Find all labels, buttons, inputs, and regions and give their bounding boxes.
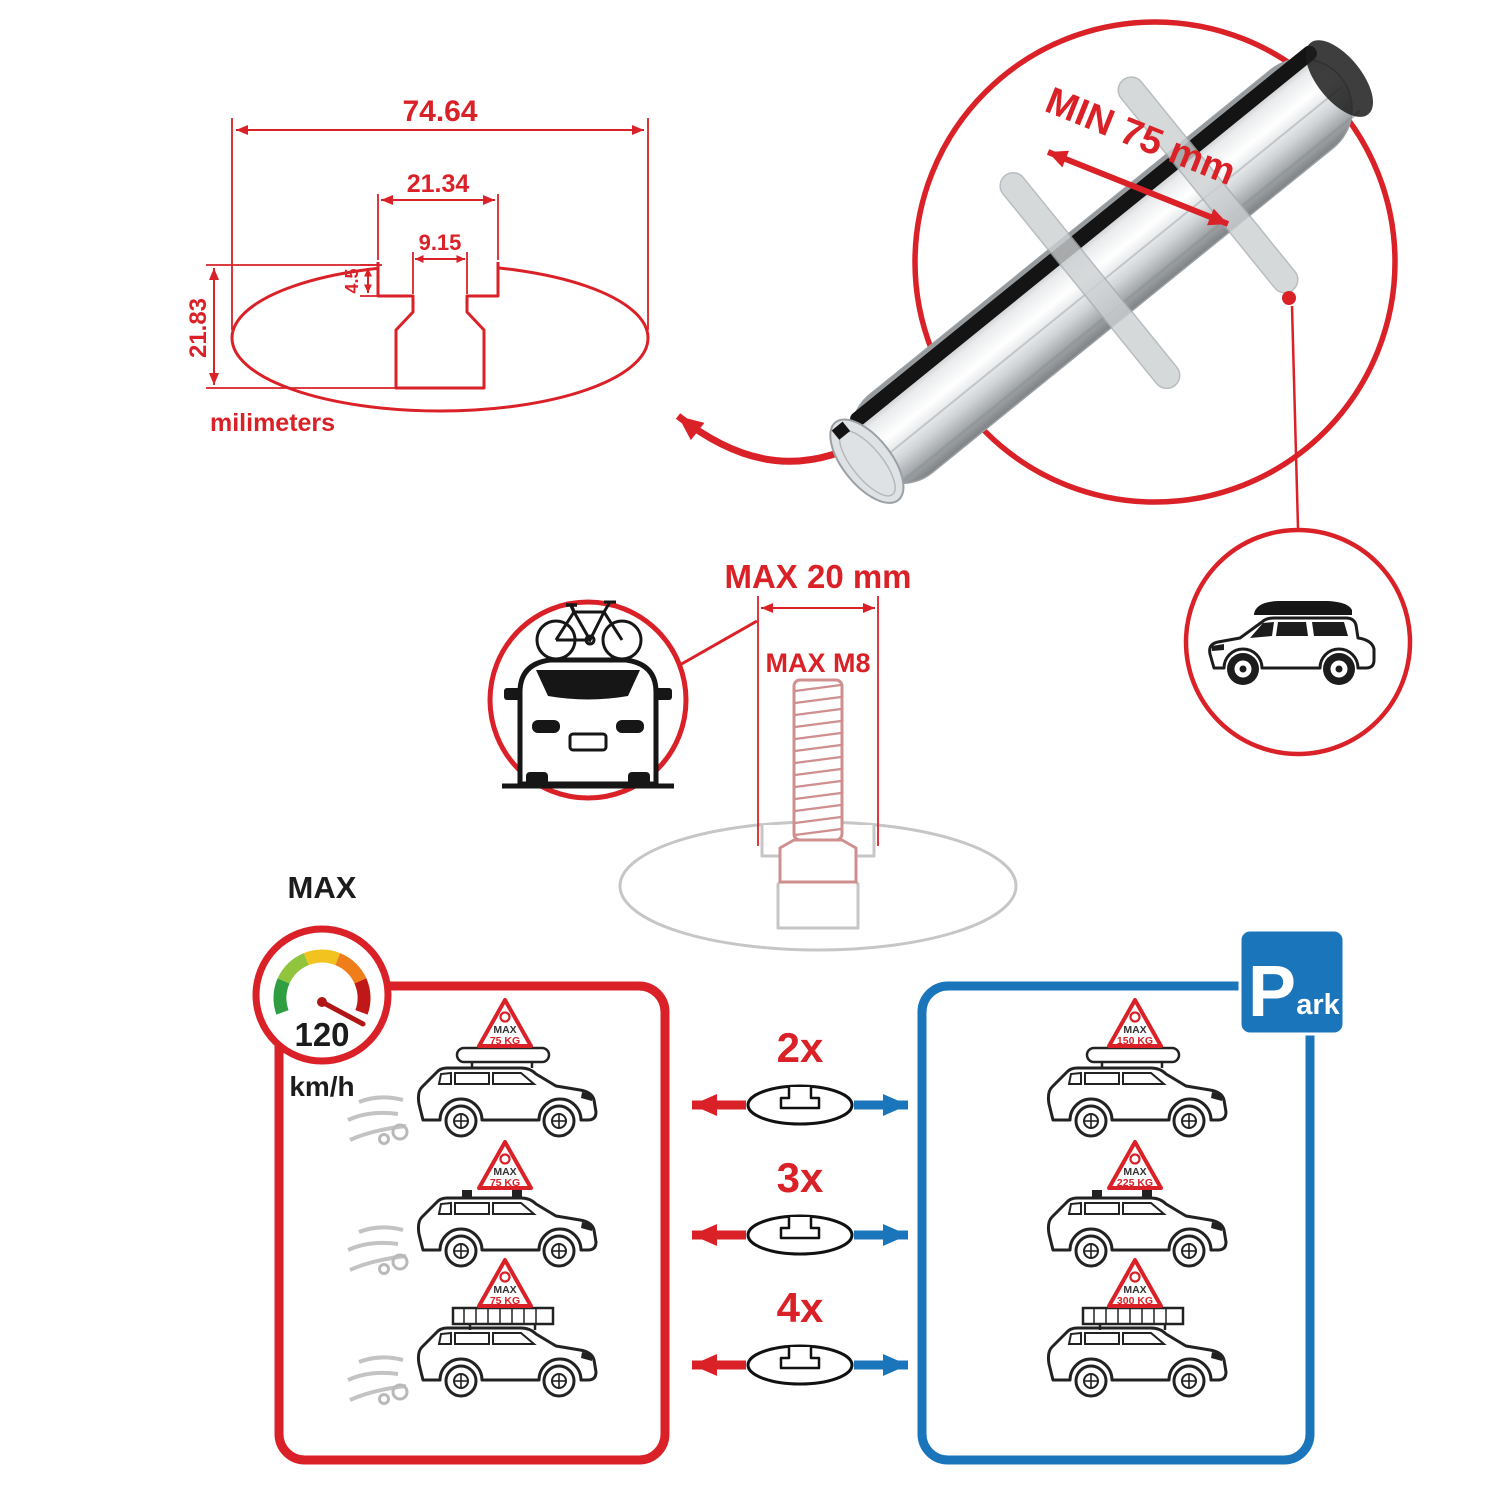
- load-warning-triangle: MAX 75 KG: [477, 998, 533, 1048]
- roof-rail-icon: [1142, 1190, 1152, 1198]
- dim-total-height-label: 21.83: [185, 298, 212, 358]
- bolt-diagram: MAX 20 mm MAX M8: [618, 558, 1018, 952]
- triangle-load-label: 150 KG: [1117, 1035, 1153, 1047]
- tbolt-icon: [778, 678, 858, 884]
- crossbar-section-icon: [746, 1084, 854, 1126]
- triangle-load-label: 75 KG: [490, 1177, 520, 1189]
- speedometer-gauge: MAX 120 km/h: [252, 870, 392, 1102]
- left-headlight-icon: [532, 720, 560, 733]
- car-front-icon: [502, 657, 674, 789]
- speed-max-label: MAX: [288, 870, 357, 905]
- roof-rail-icon: [462, 1190, 472, 1198]
- dim-slot-inner-label: 9.15: [419, 230, 462, 255]
- roof-basket-icon: [1081, 1306, 1185, 1330]
- multiplier-rows: 2x 3x 4x: [692, 1024, 908, 1386]
- load-warning-triangle: MAX 75 KG: [477, 1258, 533, 1308]
- bicycle-icon: [535, 600, 643, 661]
- left-mirror-icon: [504, 688, 520, 700]
- dim-slot-outer: 21.34: [377, 170, 499, 260]
- parking-sign-p: P: [1248, 952, 1296, 1032]
- driving-cars: MAX 75 KG MAX 75 KG: [347, 998, 598, 1405]
- bolt-width-dim: MAX 20 mm MAX M8: [724, 558, 912, 846]
- load-warning-triangle: MAX 300 KG: [1107, 1258, 1163, 1308]
- windshield: [536, 670, 640, 700]
- units-label: milimeters: [210, 409, 335, 437]
- roof-box-icon: [1085, 1046, 1181, 1064]
- triangle-max-label: MAX: [1123, 1166, 1146, 1178]
- multiplier-label: 3x: [777, 1154, 824, 1201]
- parking-sign-suffix: ark: [1296, 989, 1340, 1021]
- parking-sign: P ark: [1238, 928, 1346, 1036]
- multiplier-label: 2x: [777, 1024, 824, 1071]
- bar-detail-circle: MIN 75 mm: [829, 19, 1398, 529]
- triangle-load-label: 75 KG: [490, 1295, 520, 1307]
- roof-box-icon: [1254, 601, 1352, 615]
- min-span-arrow: [1046, 149, 1230, 227]
- parked-cars: MAX 150 KG MAX 225 KG: [1046, 998, 1228, 1398]
- multiplier-label: 4x: [777, 1284, 824, 1331]
- triangle-load-label: 225 KG: [1117, 1177, 1153, 1189]
- crossbar-section-icon: [746, 1214, 854, 1256]
- dim-total-width: 74.64: [231, 95, 649, 330]
- dim-slot-inner: 9.15: [412, 230, 468, 294]
- triangle-max-label: MAX: [493, 1166, 516, 1178]
- speed-value: 120: [294, 1016, 349, 1053]
- license-plate: [568, 732, 608, 752]
- clamp-point-dot: [1282, 291, 1296, 305]
- roofbox-car-circle: [1183, 527, 1413, 757]
- triangle-load-label: 75 KG: [490, 1035, 520, 1047]
- load-warning-triangle: MAX 150 KG: [1107, 998, 1163, 1048]
- load-warning-triangle: MAX 75 KG: [477, 1140, 533, 1190]
- roof-rail-icon: [512, 1190, 522, 1198]
- gauge-needle: [319, 999, 366, 1027]
- t-slot-profile: [376, 262, 500, 390]
- rubber-strip: [850, 45, 1318, 427]
- gauge-arc: [273, 949, 371, 1015]
- dim-total-height: 21.83: [185, 264, 396, 389]
- cross-section-diagram: 74.64 21.34 9.15 4.5 21.83: [185, 95, 650, 437]
- callout-line: [1290, 305, 1300, 529]
- right-headlight-icon: [616, 720, 644, 733]
- bike-car-circle: [487, 599, 689, 801]
- triangle-max-label: MAX: [493, 1024, 516, 1036]
- bolt-thread-label: MAX M8: [765, 648, 870, 678]
- load-warning-triangle: MAX 225 KG: [1107, 1140, 1163, 1190]
- crossbar-section-icon: [746, 1344, 854, 1386]
- dim-slot-outer-label: 21.34: [407, 170, 470, 198]
- dim-total-width-label: 74.64: [402, 95, 477, 128]
- motion-lines: [347, 1355, 409, 1405]
- dim-lip-depth-label: 4.5: [342, 268, 362, 293]
- bar-cut-end: [1305, 40, 1374, 117]
- roof-rail-icon: [1092, 1190, 1102, 1198]
- speed-unit: km/h: [289, 1071, 354, 1102]
- motion-lines: [347, 1225, 409, 1275]
- triangle-max-label: MAX: [1123, 1284, 1146, 1296]
- roofbox-car-icon: [1208, 601, 1376, 685]
- bar-end-face: [829, 418, 905, 504]
- clamp-band-left: [999, 172, 1181, 390]
- motion-lines: [347, 1095, 409, 1145]
- bike-callout-line: [677, 619, 758, 668]
- roof-box-icon: [455, 1046, 551, 1064]
- triangle-max-label: MAX: [493, 1284, 516, 1296]
- triangle-load-label: 300 KG: [1117, 1295, 1153, 1307]
- right-mirror-icon: [656, 688, 672, 700]
- bolt-width-label: MAX 20 mm: [724, 558, 911, 595]
- gauge-circle: [252, 925, 392, 1065]
- triangle-max-label: MAX: [1123, 1024, 1146, 1036]
